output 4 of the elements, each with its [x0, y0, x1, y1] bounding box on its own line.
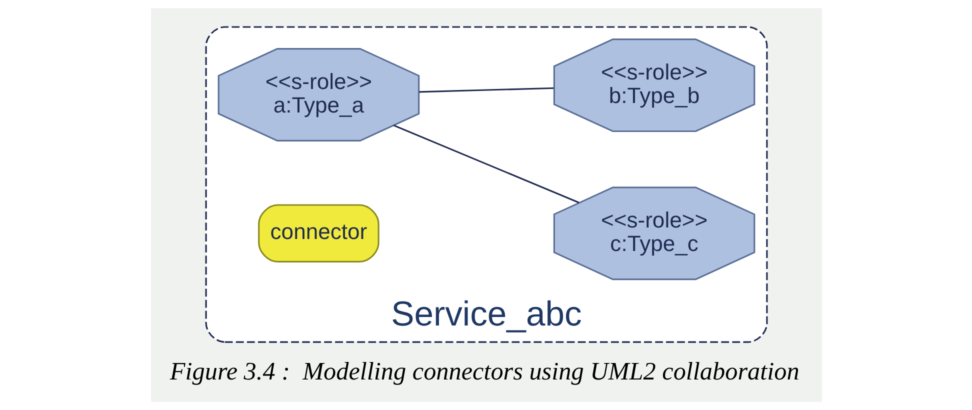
node-box: connector: [258, 204, 379, 262]
connector: [392, 124, 579, 204]
connector: [418, 87, 554, 93]
caption: Figure 3.4 : Modelling connectors using UML2 collaboration: [169, 358, 799, 386]
